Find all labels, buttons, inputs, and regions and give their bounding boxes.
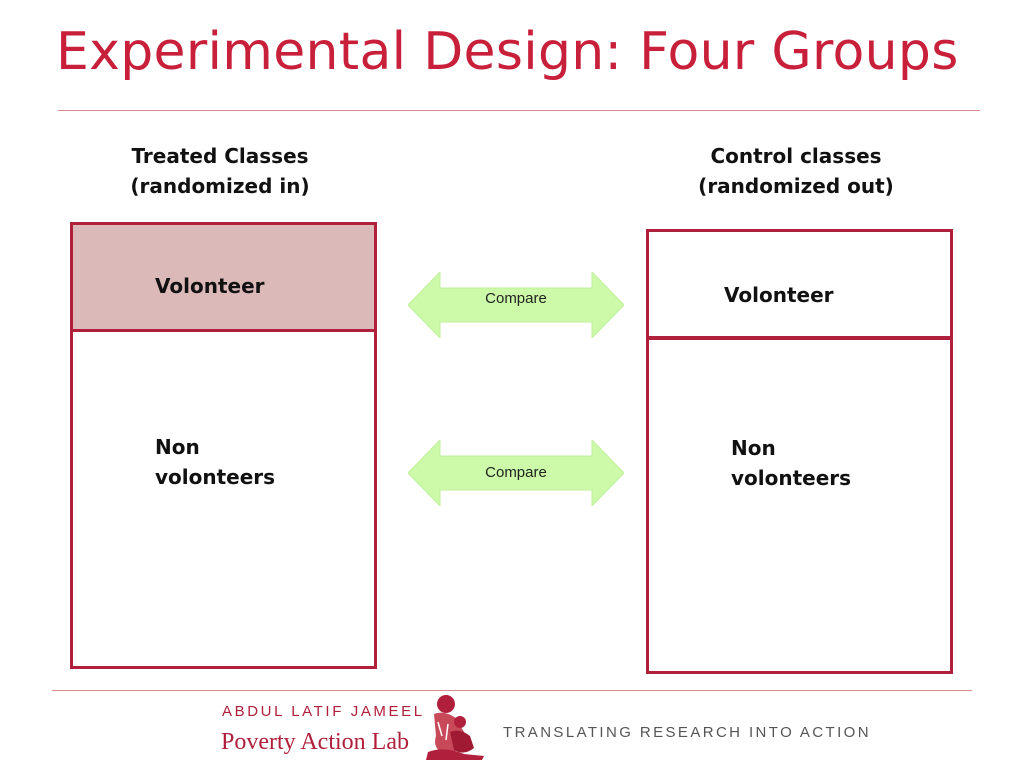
- treated-nonvolunteer-label: Non volonteers: [155, 435, 276, 489]
- footer-divider: [52, 690, 972, 691]
- treated-box: Volonteer Non volonteers: [70, 222, 377, 669]
- compare-label-bottom: Compare: [485, 464, 547, 481]
- footer-tagline: TRANSLATING RESEARCH INTO ACTION: [503, 724, 871, 741]
- treated-volunteer-region: [73, 225, 374, 332]
- logo-text-bottom: Poverty Action Lab: [221, 729, 409, 755]
- control-volunteer-label: Volonteer: [724, 283, 834, 307]
- control-nonvolunteer-label: Non volonteers: [731, 436, 852, 490]
- compare-label-top: Compare: [485, 290, 547, 307]
- control-divider: [649, 336, 950, 340]
- treated-volunteer-label: Volonteer: [155, 274, 265, 298]
- control-header: Control classes (randomized out): [698, 144, 894, 198]
- mother-and-child-logo-icon: [424, 692, 488, 767]
- compare-arrow-bottom: Compare: [407, 438, 625, 508]
- title-divider: [58, 110, 980, 111]
- slide-title: Experimental Design: Four Groups: [56, 22, 959, 82]
- control-box: Volonteer Non volonteers: [646, 229, 953, 674]
- compare-arrow-top: Compare: [407, 270, 625, 340]
- treated-divider: [73, 329, 374, 332]
- treated-header: Treated Classes (randomized in): [130, 144, 310, 198]
- logo-text-top: ABDUL LATIF JAMEEL: [222, 703, 425, 720]
